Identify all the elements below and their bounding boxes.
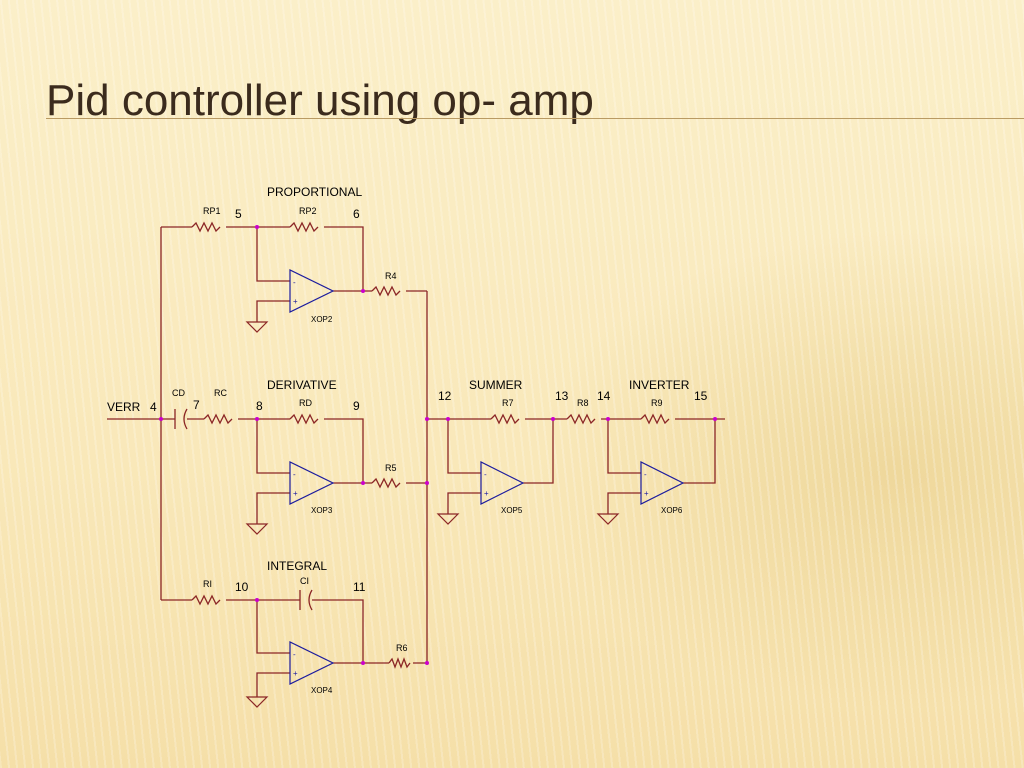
node-number: 8 <box>256 399 263 413</box>
opamp-xop4: - + <box>289 641 335 685</box>
resistor-ri <box>191 594 221 606</box>
wire-d-in <box>161 418 364 483</box>
label-xop6: XOP6 <box>661 506 683 515</box>
ground-symbol <box>245 696 269 708</box>
wire-i-in <box>161 599 364 663</box>
label-r6: R6 <box>396 643 408 653</box>
opamp-xop6: - + <box>640 461 685 505</box>
resistor-r8 <box>566 413 596 425</box>
label-rd: RD <box>299 398 312 408</box>
capacitor-ci <box>299 589 313 611</box>
node-number: 7 <box>193 398 200 412</box>
resistor-r4 <box>371 285 401 297</box>
opamp-xop2: - + <box>289 269 335 313</box>
label-ri: RI <box>203 579 212 589</box>
opamp-xop5: - + <box>480 461 525 505</box>
svg-text:-: - <box>293 650 296 659</box>
label-cd: CD <box>172 388 185 398</box>
wire-inverter-noninv <box>607 492 641 514</box>
node-number: 12 <box>438 389 452 403</box>
svg-text:-: - <box>644 470 647 479</box>
label-ci: CI <box>300 576 309 586</box>
grounds <box>245 321 620 708</box>
ground-symbol <box>596 513 620 525</box>
label-rp1: RP1 <box>203 206 221 216</box>
label-input-verr: VERR <box>107 400 141 414</box>
node-number: 9 <box>353 399 360 413</box>
slide-title: Pid controller using op- amp <box>46 76 594 125</box>
node-number: 15 <box>694 389 708 403</box>
label-inverter: INVERTER <box>629 378 690 392</box>
label-proportional: PROPORTIONAL <box>267 185 362 199</box>
label-xop2: XOP2 <box>311 315 333 324</box>
svg-text:+: + <box>293 297 298 306</box>
opamps: - + - + - + - + - + <box>289 269 685 685</box>
wire-p-noninv <box>256 300 290 322</box>
label-r9: R9 <box>651 398 663 408</box>
wire-i-noninv <box>256 672 290 697</box>
label-xop5: XOP5 <box>501 506 523 515</box>
wire-d-inv <box>256 419 290 474</box>
resistor-rp1 <box>191 221 221 233</box>
junction-dots <box>159 225 717 665</box>
resistor-r9 <box>640 413 670 425</box>
ground-symbol <box>245 321 269 333</box>
label-r5: R5 <box>385 463 397 473</box>
resistor-r6 <box>388 657 411 669</box>
svg-text:-: - <box>484 470 487 479</box>
component-labels: RP1 RP2 R4 RC RD R5 RI R6 R7 R8 R9 CD CI… <box>172 206 683 695</box>
wire-i-inv <box>256 600 290 654</box>
wire-summer-fb <box>447 419 554 484</box>
node-numbers: 4 5 6 7 8 9 10 11 12 13 14 15 <box>150 207 708 594</box>
label-integral: INTEGRAL <box>267 559 327 573</box>
label-xop3: XOP3 <box>311 506 333 515</box>
label-r8: R8 <box>577 398 589 408</box>
node-number: 14 <box>597 389 611 403</box>
node-number: 13 <box>555 389 569 403</box>
section-labels: PROPORTIONAL DERIVATIVE INTEGRAL SUMMER … <box>267 185 690 573</box>
wire-summer-noninv <box>447 492 481 514</box>
svg-text:-: - <box>293 470 296 479</box>
svg-text:+: + <box>293 669 298 678</box>
label-rp2: RP2 <box>299 206 317 216</box>
capacitor-cd <box>174 408 188 430</box>
resistor-r5 <box>371 477 401 489</box>
resistor-rp2 <box>289 221 319 233</box>
wire-d-noninv <box>256 492 290 524</box>
opamp-xop3: - + <box>289 461 335 505</box>
capacitors <box>174 408 313 611</box>
resistor-r7 <box>490 413 520 425</box>
svg-text:+: + <box>293 489 298 498</box>
title-underline <box>46 118 1024 119</box>
wire-p-inv <box>256 227 290 282</box>
svg-text:+: + <box>644 489 649 498</box>
node-number: 5 <box>235 207 242 221</box>
label-xop4: XOP4 <box>311 686 333 695</box>
node-number: 10 <box>235 580 249 594</box>
node-number: 11 <box>353 580 366 594</box>
ground-symbol <box>436 513 460 525</box>
node-number: 6 <box>353 207 360 221</box>
resistor-rd <box>289 413 319 425</box>
resistor-rc <box>203 413 233 425</box>
svg-text:-: - <box>293 278 296 287</box>
label-summer: SUMMER <box>469 378 523 392</box>
label-r4: R4 <box>385 271 397 281</box>
label-r7: R7 <box>502 398 514 408</box>
svg-text:+: + <box>484 489 489 498</box>
label-rc: RC <box>214 388 227 398</box>
resistors <box>191 221 670 669</box>
wires <box>107 226 725 697</box>
wire-inverter-fb <box>607 419 716 484</box>
ground-symbol <box>245 523 269 535</box>
node-number: 4 <box>150 400 157 414</box>
label-derivative: DERIVATIVE <box>267 378 337 392</box>
